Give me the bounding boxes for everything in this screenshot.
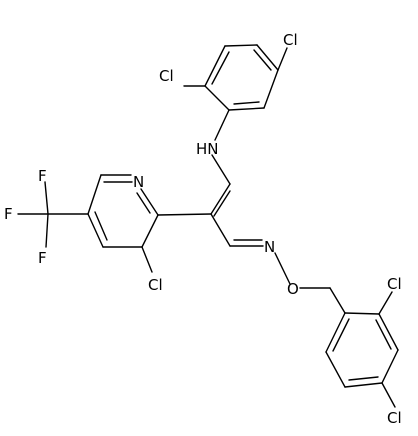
pyridine-ring — [87, 174, 159, 248]
bond-c-f-bottom — [45, 213, 49, 248]
bond-c-cho — [210, 213, 231, 247]
dichlorobenzyl-ring — [325, 312, 399, 388]
atom-cl-benzyl-ortho: Cl — [387, 275, 402, 293]
atom-f-left: F — [4, 205, 13, 223]
dichlorophenyl-ring-top — [204, 44, 279, 111]
atom-nh: HN — [196, 140, 219, 158]
atom-cl-pyridine: Cl — [148, 276, 163, 294]
bond-c-cl-benzyl-para — [381, 382, 396, 408]
bond-c-nh — [214, 109, 230, 141]
bonds — [17, 44, 399, 408]
atom-f-bottom: F — [38, 249, 47, 267]
bond-c-cl-benzyl-ortho — [378, 291, 393, 315]
atom-cl-aryl-ortho: Cl — [159, 67, 174, 85]
bond-c-pyridine — [157, 213, 212, 216]
bond-c-cl-top — [277, 47, 288, 71]
bond-ch2-aryl — [329, 287, 346, 314]
atom-cl-benzyl-para: Cl — [387, 409, 402, 427]
atom-o-ether: O — [287, 280, 299, 298]
bond-nh-ch — [211, 154, 231, 185]
bond-n-o — [274, 252, 291, 285]
bond-vinyl-double — [213, 190, 231, 217]
bond-c-f-top — [44, 181, 49, 215]
bond-vinyl — [210, 183, 231, 215]
atom-n-pyridine: N — [133, 173, 144, 191]
atom-cl-top: Cl — [283, 31, 298, 49]
atom-f-top: F — [38, 167, 47, 185]
bond-c-cl-pyridine — [141, 246, 153, 273]
atom-n-oxime: N — [264, 238, 275, 256]
